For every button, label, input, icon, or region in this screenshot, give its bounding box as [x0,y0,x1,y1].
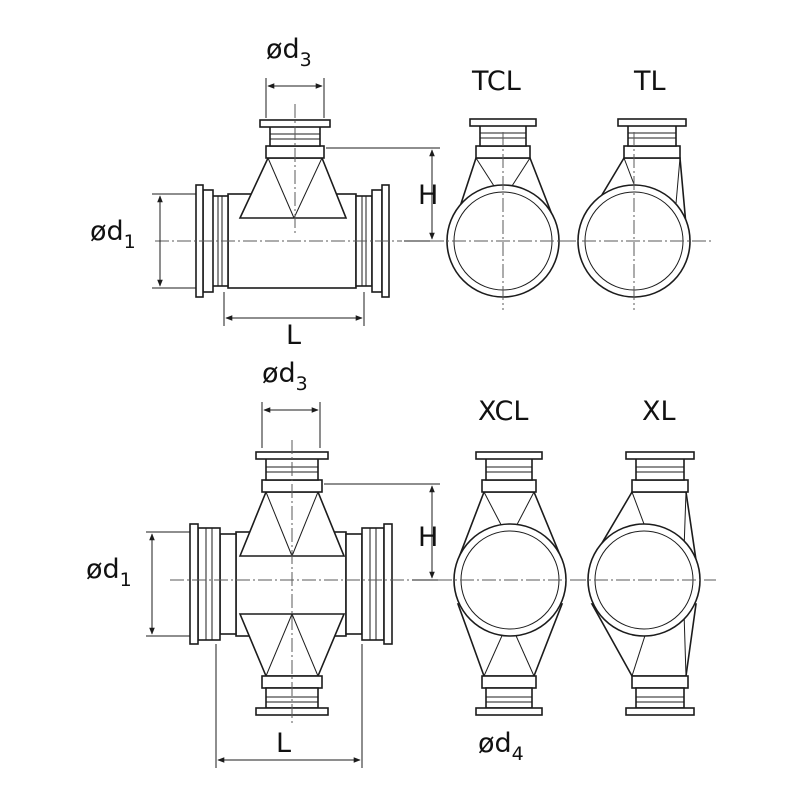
label-d4: ød4 [478,728,524,765]
xl-side-view [572,451,716,716]
label-l-bottom: L [276,728,291,759]
label-d3-bottom: ød3 [262,358,308,395]
cross-front-view [170,440,412,725]
tl-side-view [560,118,712,310]
dimension-d3-bottom [261,402,321,448]
dimension-d1-top [152,193,196,289]
tee-front-view [155,104,402,298]
label-l-top: L [286,320,301,351]
label-xl: XL [642,396,676,427]
label-tl: TL [633,66,666,97]
label-d1-bottom: ød1 [86,554,132,591]
tcl-side-view [430,118,576,310]
dimension-l-bottom [215,644,363,768]
dimension-d1-bottom [146,531,190,637]
label-tcl: TCL [471,66,521,97]
xcl-side-view [438,451,582,716]
label-xcl: XCL [478,396,528,427]
label-h-bottom: H [418,522,438,553]
label-d3-top: ød3 [266,34,312,71]
dimension-h-bottom [324,483,440,581]
dimension-d3-top [265,78,325,118]
label-h-top: H [418,180,438,211]
dimension-l-top [223,292,365,326]
label-d1-top: ød1 [90,216,136,253]
